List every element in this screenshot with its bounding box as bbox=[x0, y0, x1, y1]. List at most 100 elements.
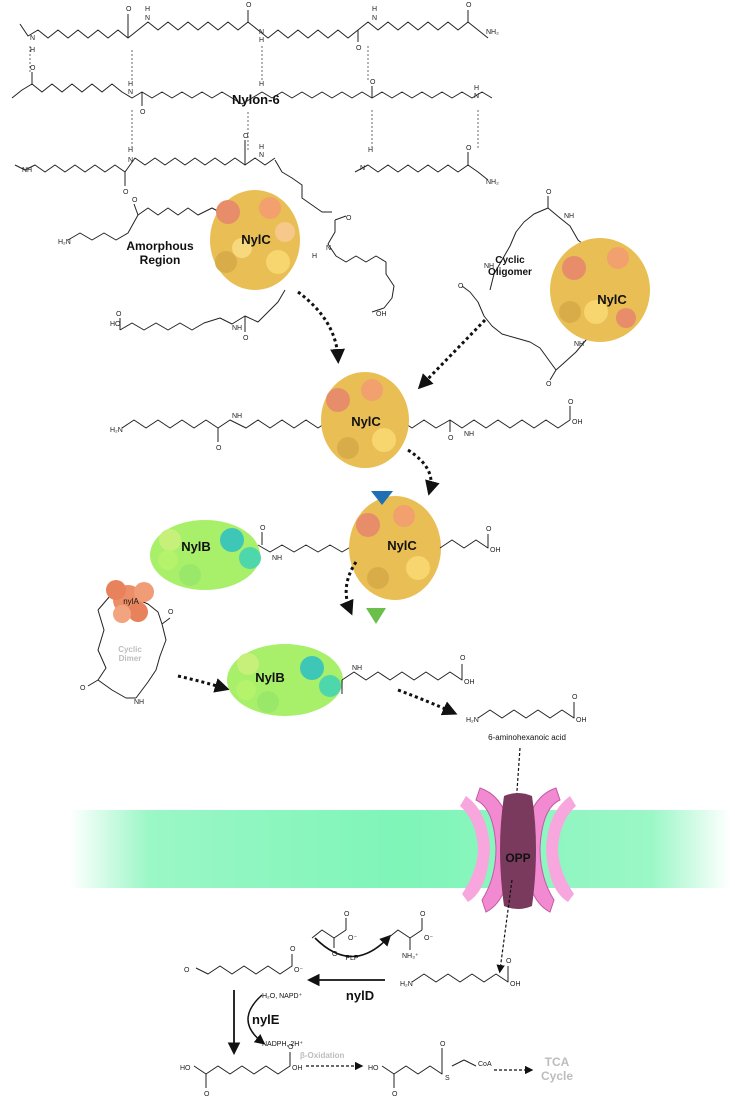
atom-ho: HO bbox=[110, 321, 121, 328]
cyclic-dimer-label-line2: Dimer bbox=[119, 654, 142, 663]
atom-o: O bbox=[506, 958, 512, 965]
arrow-cyclic-dimer bbox=[177, 674, 230, 693]
nylb-product-complex: NylB NH OH O bbox=[227, 644, 475, 716]
amorphous-region-strands: H₂N O O H N OH HO O NH O Amorphous Regio… bbox=[58, 159, 395, 342]
atom-n: N bbox=[259, 29, 264, 36]
nylb-label: NylB bbox=[181, 539, 211, 554]
atom-o: O bbox=[123, 189, 129, 196]
atom-h: H bbox=[128, 81, 133, 88]
cleavage-site-marker-blue bbox=[371, 491, 393, 505]
atom-nh: NH bbox=[232, 413, 242, 420]
atom-h: H bbox=[312, 253, 317, 260]
atom-ho: HO bbox=[368, 1065, 379, 1072]
cyclic-dimer-label-line1: Cyclic bbox=[118, 645, 142, 654]
atom-h: H bbox=[259, 81, 264, 88]
atom-nh: NH bbox=[352, 665, 362, 672]
atom-nh: NH bbox=[272, 555, 282, 562]
atom-h: H bbox=[259, 144, 264, 151]
atom-n: N bbox=[145, 15, 150, 22]
atom-o: O bbox=[466, 145, 472, 152]
nyle-oxidation: H₂O, NAPD⁺ NADPH, 2H⁺ nylE bbox=[227, 990, 303, 1056]
atom-o: O bbox=[344, 911, 350, 918]
atom-o: O bbox=[486, 526, 492, 533]
atom-oh: OH bbox=[376, 311, 387, 318]
atom-n: N bbox=[360, 165, 365, 172]
atom-o-minus: O⁻ bbox=[348, 935, 357, 942]
atom-h: H bbox=[259, 37, 264, 44]
tca-label-line1: TCA bbox=[545, 1055, 570, 1069]
atom-o: O bbox=[466, 2, 472, 9]
atom-o: O bbox=[448, 435, 454, 442]
atom-o: O bbox=[332, 951, 338, 958]
atom-o: O bbox=[116, 311, 122, 318]
atom-o: O bbox=[204, 1091, 210, 1098]
beta-oxidation-label: β-Oxidation bbox=[300, 1051, 345, 1060]
amorphous-label-line2: Region bbox=[140, 253, 181, 267]
atom-o: O bbox=[132, 197, 138, 204]
linear-oligomer-nylc: H₂N NH O O NH OH O NylC bbox=[110, 372, 583, 468]
atom-n: N bbox=[128, 157, 133, 164]
adipic-acid: HO O OH O bbox=[180, 1044, 303, 1098]
atom-n: N bbox=[474, 93, 479, 100]
atom-h: H bbox=[128, 147, 133, 154]
h2o-napd-label: H₂O, NAPD⁺ bbox=[262, 993, 303, 1000]
atom-o: O bbox=[30, 65, 36, 72]
atom-o: O bbox=[420, 911, 426, 918]
nyle-label: nylE bbox=[252, 1012, 280, 1027]
atom-n: N bbox=[128, 89, 133, 96]
arrow-to-cleavage bbox=[407, 448, 440, 496]
atom-h: H bbox=[372, 6, 377, 13]
atom-oh: OH bbox=[572, 419, 583, 426]
nylb-nylc-cleavage: NylB O NH NylC OH O bbox=[150, 491, 501, 624]
nylc-label: NylC bbox=[351, 414, 381, 429]
atom-o: O bbox=[370, 79, 376, 86]
opp-transporter: OPP bbox=[460, 787, 576, 913]
atom-o: O bbox=[140, 109, 146, 116]
atom-o: O bbox=[392, 1091, 398, 1098]
atom-s: S bbox=[445, 1075, 450, 1082]
atom-n: N bbox=[30, 35, 35, 42]
aminohexanoic-acid: H₂N OH O 6-aminohexanoic acid bbox=[466, 694, 587, 742]
atom-nh: NH bbox=[134, 699, 144, 706]
cleavage-site-marker-green bbox=[366, 608, 386, 624]
atom-o: O bbox=[356, 45, 362, 52]
nylc-label: NylC bbox=[241, 232, 271, 247]
arrow-nylc-hydrolysis bbox=[297, 290, 346, 364]
atom-o: O bbox=[546, 381, 552, 388]
tca-label-line2: Cycle bbox=[541, 1069, 573, 1083]
atom-o: O bbox=[216, 445, 222, 452]
atom-o: O bbox=[458, 283, 464, 290]
atom-nh: NH bbox=[232, 325, 242, 332]
nylon6-polymer: N H O H N O N H O H N O NH₂ O N H O H O … bbox=[11, 2, 499, 196]
nadph-label: NADPH, 2H⁺ bbox=[262, 1041, 303, 1048]
atom-oh: OH bbox=[576, 717, 587, 724]
amorphous-label-line1: Amorphous bbox=[126, 239, 194, 253]
atom-h2n: H₂N bbox=[466, 717, 479, 724]
atom-o: O bbox=[460, 655, 466, 662]
atom-o: O bbox=[243, 335, 249, 342]
atom-nh3: NH₃⁺ bbox=[402, 953, 419, 960]
atom-o-minus: O⁻ bbox=[424, 935, 433, 942]
atom-o: O bbox=[290, 946, 296, 953]
atom-h: H bbox=[474, 85, 479, 92]
atom-o: O bbox=[126, 6, 132, 13]
atom-nh2: NH₂ bbox=[486, 179, 499, 186]
atom-o: O bbox=[288, 1044, 294, 1051]
succinyl-coa: HO O O S CoA bbox=[368, 1041, 492, 1098]
cyclic-dimer-nyla: nylA Cyclic Dimer O O NH bbox=[80, 580, 174, 706]
atom-oh: OH bbox=[510, 981, 521, 988]
atom-h2n: H₂N bbox=[110, 427, 123, 434]
nyla-label: nylA bbox=[123, 597, 139, 606]
atom-oh: OH bbox=[292, 1065, 303, 1072]
arrow-nylb-step bbox=[339, 561, 358, 616]
atom-oh: OH bbox=[490, 547, 501, 554]
atom-h2n: H₂N bbox=[400, 981, 413, 988]
atom-nh: NH bbox=[564, 213, 574, 220]
coa-label: CoA bbox=[478, 1061, 492, 1068]
cyclic-oligomer-complex: O NH NH O NH O Cyclic Oligomer NylC bbox=[458, 189, 650, 388]
nyld-label: nylD bbox=[346, 988, 374, 1003]
atom-oh: OH bbox=[464, 679, 475, 686]
atom-n: N bbox=[372, 15, 377, 22]
plp-label: PLP bbox=[345, 955, 359, 962]
arrow-cyclic-oligomer bbox=[417, 318, 487, 390]
